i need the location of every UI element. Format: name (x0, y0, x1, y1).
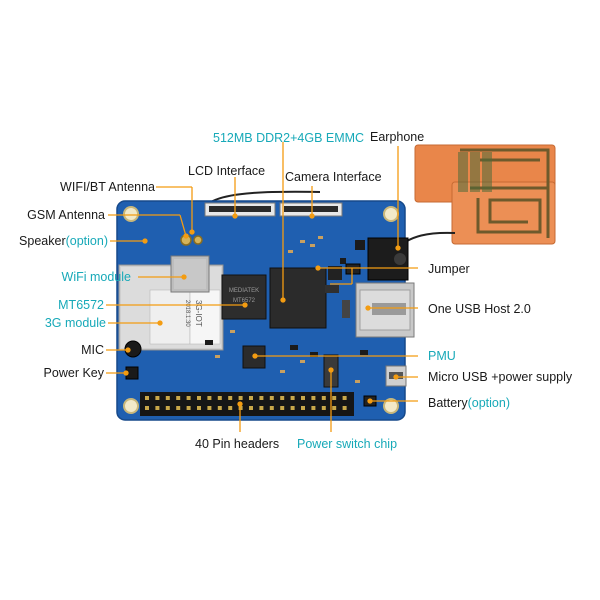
header-pin (321, 406, 326, 410)
header-pin (176, 396, 181, 400)
header-pin (165, 406, 170, 410)
header-pin (186, 396, 191, 400)
label-camera-interface: Camera Interface (285, 170, 382, 184)
header-pin (280, 396, 285, 400)
label-mic: MIC (81, 343, 104, 357)
header-pin (197, 406, 201, 410)
chip-text-1: MEDIATEK (229, 288, 259, 294)
label-wifi-module: WiFi module (61, 270, 131, 284)
pin-header (140, 392, 354, 416)
label-power-key: Power Key (43, 366, 104, 380)
header-pin (217, 396, 222, 400)
header-pin (269, 406, 274, 410)
label-pmu: PMU (428, 349, 456, 363)
mt6572-chip: MEDIATEK MT6572 (221, 274, 267, 320)
header-pin (165, 396, 170, 400)
antenna-flex-board (414, 144, 556, 245)
sticker-text-1: 3G-IOT (194, 300, 203, 327)
header-pin (259, 406, 264, 410)
wifi-module-chip (170, 255, 210, 293)
header-pin (207, 406, 212, 410)
header-pin (301, 396, 305, 400)
label-gsm-antenna: GSM Antenna (27, 208, 105, 222)
label-battery-text: Battery (428, 396, 468, 410)
label-jumper: Jumper (428, 262, 470, 276)
header-pin (228, 406, 233, 410)
header-pin (321, 396, 326, 400)
label-battery-option: (option) (467, 396, 510, 410)
mic-component (124, 340, 142, 358)
label-speaker-text: Speaker (19, 234, 66, 248)
header-pin (207, 396, 212, 400)
label-lcd-interface: LCD Interface (188, 164, 266, 178)
label-usb-host: One USB Host 2.0 (428, 302, 531, 316)
label-3g-module: 3G module (44, 316, 106, 330)
earphone-jack (367, 237, 409, 281)
header-pin (197, 396, 201, 400)
label-power-switch: Power switch chip (297, 437, 398, 451)
label-earphone: Earphone (370, 130, 425, 144)
header-pin (259, 396, 264, 400)
header-pin (290, 396, 295, 400)
label-wifi-bt-antenna: WIFI/BT Antenna (60, 180, 155, 194)
jumper (345, 263, 361, 275)
label-battery: Battery(option) (428, 396, 510, 410)
label-memory: 512MB DDR2+4GB EMMC (213, 131, 365, 145)
header-pin (145, 406, 149, 410)
header-pin (342, 396, 347, 400)
header-pin (332, 406, 337, 410)
header-pin (249, 406, 253, 410)
header-pin (238, 396, 243, 400)
header-pin (249, 396, 253, 400)
chip-text-2: MT6572 (233, 298, 256, 304)
header-pin (332, 396, 337, 400)
usb-host-port (355, 282, 415, 338)
label-micro-usb: Micro USB +power supply (428, 370, 573, 384)
label-speaker: Speaker(option) (19, 234, 108, 248)
header-pin (176, 406, 181, 410)
label-pin-headers: 40 Pin headers (195, 437, 280, 451)
header-pin (311, 406, 316, 410)
header-pin (155, 396, 160, 400)
header-pin (311, 396, 316, 400)
wifi-antenna-connector (193, 235, 203, 245)
memory-chip (269, 267, 327, 329)
header-pin (290, 406, 295, 410)
label-speaker-option: (option) (65, 234, 108, 248)
header-pin (155, 406, 160, 410)
header-pin (301, 406, 305, 410)
header-pin (280, 406, 285, 410)
module-3g: 3G-IOT 2018.1.30 (118, 264, 224, 351)
header-pin (342, 406, 347, 410)
label-mt6572: MT6572 (58, 298, 104, 312)
sticker-text-2: 2018.1.30 (184, 300, 190, 327)
header-pin (186, 406, 191, 410)
leader-lines (106, 142, 418, 432)
header-pin (145, 396, 149, 400)
header-pin (217, 406, 222, 410)
header-pin (228, 396, 233, 400)
header-pin (269, 396, 274, 400)
